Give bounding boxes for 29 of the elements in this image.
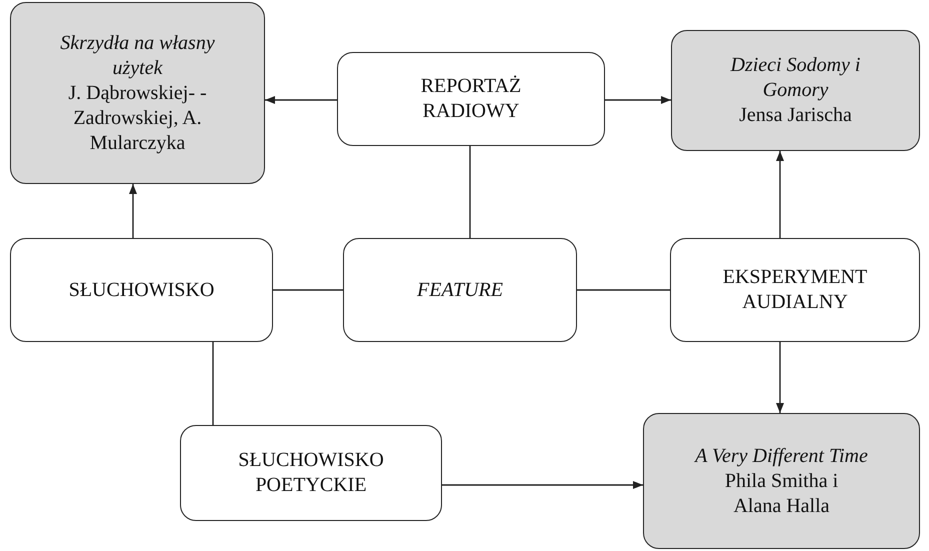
arrow xyxy=(776,342,784,413)
genre-box xyxy=(343,238,577,342)
genre-box xyxy=(10,238,273,342)
connector-line xyxy=(212,342,214,425)
genre-label: REPORTAŻ RADIOWY xyxy=(420,74,522,124)
genre-box xyxy=(180,425,442,521)
genre-label: SŁUCHOWISKO xyxy=(68,278,214,302)
work-authors: Jensa Jarischa xyxy=(739,103,852,128)
genre-box xyxy=(337,52,605,146)
genre-label: SŁUCHOWISKO POETYCKIE xyxy=(237,448,385,498)
genre-label: EKSPERYMENT AUDIALNY xyxy=(722,265,868,315)
connector-line xyxy=(469,146,471,238)
work-authors: J. Dąbrowskiej- -Zadrowskiej, A. Mularczyka xyxy=(67,80,208,156)
work-title: A Very Different Time xyxy=(695,444,868,468)
work-title: Dzieci Sodomy i Gomory xyxy=(729,53,862,103)
work-box xyxy=(671,30,920,151)
arrow xyxy=(442,481,643,489)
connector-line xyxy=(577,289,670,291)
arrow xyxy=(129,184,137,238)
connector-line xyxy=(273,289,343,291)
work-authors: Phila Smitha i Alana Halla xyxy=(724,468,840,518)
genre-box xyxy=(670,238,920,342)
work-box xyxy=(10,2,265,184)
work-box xyxy=(643,413,920,549)
work-title: Skrzydła na własny użytek xyxy=(59,30,216,80)
arrow xyxy=(776,151,784,238)
arrow xyxy=(605,96,671,104)
arrow xyxy=(265,96,337,104)
genre-label: FEATURE xyxy=(417,278,503,302)
